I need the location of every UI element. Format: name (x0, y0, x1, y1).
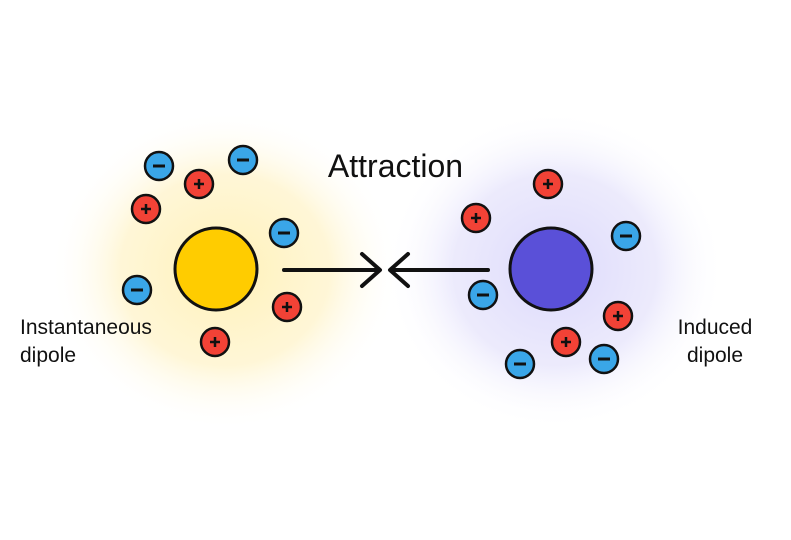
induced-dipole-label-line1: Induced (677, 316, 753, 339)
positive-charge (130, 193, 162, 225)
instantaneous-dipole-core (173, 226, 259, 312)
induced-dipole-label: Induced dipole (660, 314, 770, 370)
negative-charge (121, 274, 153, 306)
arrow-right-icon (282, 252, 382, 288)
instantaneous-dipole-label-line2: dipole (20, 344, 77, 367)
negative-charge (227, 144, 259, 176)
negative-charge (610, 220, 642, 252)
arrow-left-icon (388, 252, 490, 288)
positive-charge (460, 202, 492, 234)
positive-charge (602, 300, 634, 332)
instantaneous-dipole-label-line1: Instantaneous (20, 316, 152, 339)
induced-dipole-core (508, 226, 594, 312)
positive-charge (183, 168, 215, 200)
negative-charge (467, 279, 499, 311)
instantaneous-dipole-label: Instantaneous dipole (20, 314, 180, 370)
positive-charge (271, 291, 303, 323)
positive-charge (199, 326, 231, 358)
positive-charge (532, 168, 564, 200)
negative-charge (588, 343, 620, 375)
negative-charge (504, 348, 536, 380)
induced-dipole-label-line2: dipole (686, 344, 744, 367)
diagram-title: Attraction (327, 148, 464, 184)
negative-charge (268, 217, 300, 249)
negative-charge (143, 150, 175, 182)
positive-charge (550, 326, 582, 358)
